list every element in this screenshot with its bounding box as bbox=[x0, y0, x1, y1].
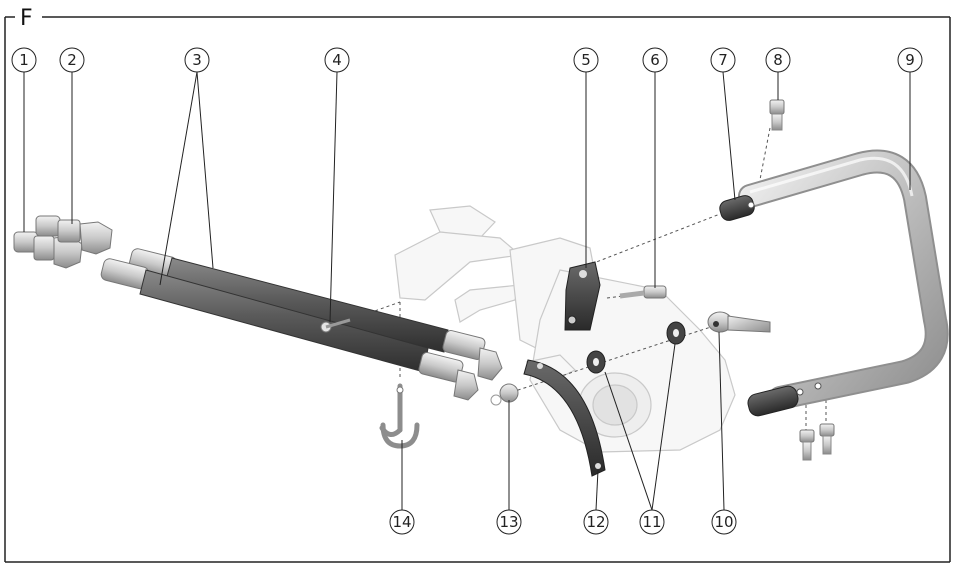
callout-4: 4 bbox=[324, 47, 350, 73]
lever-part-10 bbox=[707, 311, 771, 333]
screw-part-6 bbox=[619, 285, 667, 299]
callout-9: 9 bbox=[897, 47, 923, 73]
hose-hook bbox=[379, 383, 420, 449]
callout-number: 3 bbox=[192, 51, 202, 69]
washers-part-11 bbox=[586, 321, 686, 374]
callout-1: 1 bbox=[11, 47, 37, 73]
callout-number: 10 bbox=[714, 513, 733, 531]
callout-7: 7 bbox=[710, 47, 736, 73]
callout-12: 12 bbox=[583, 509, 609, 535]
section-label: F bbox=[20, 6, 33, 31]
callout-number: 9 bbox=[905, 51, 915, 69]
callout-5: 5 bbox=[573, 47, 599, 73]
callout-13: 13 bbox=[496, 509, 522, 535]
callout-number: 7 bbox=[718, 51, 728, 69]
callout-number: 8 bbox=[773, 51, 783, 69]
clamp-part-5 bbox=[564, 261, 601, 331]
callout-6: 6 bbox=[642, 47, 668, 73]
callout-number: 6 bbox=[650, 51, 660, 69]
callout-number: 12 bbox=[586, 513, 605, 531]
callout-10: 10 bbox=[711, 509, 737, 535]
tube-end-cap-upper bbox=[719, 195, 755, 221]
callout-14: 14 bbox=[389, 509, 415, 535]
tube-screws bbox=[799, 423, 835, 461]
callout-number: 13 bbox=[499, 513, 518, 531]
frame-border bbox=[4, 16, 951, 563]
screw-part-8 bbox=[769, 99, 785, 131]
callout-8: 8 bbox=[765, 47, 791, 73]
tube-end-cap-lower bbox=[747, 382, 822, 417]
callout-leader-lines bbox=[23, 71, 911, 511]
callout-11: 11 bbox=[639, 509, 665, 535]
callout-number: 5 bbox=[581, 51, 591, 69]
callout-number: 14 bbox=[392, 513, 411, 531]
callout-number: 11 bbox=[642, 513, 661, 531]
hose-fitting-2 bbox=[35, 215, 113, 255]
curved-bracket bbox=[523, 359, 606, 477]
callout-number: 1 bbox=[19, 51, 29, 69]
callout-number: 2 bbox=[67, 51, 77, 69]
callout-3: 3 bbox=[184, 47, 210, 73]
callout-2: 2 bbox=[59, 47, 85, 73]
bent-tube-part-9 bbox=[738, 149, 949, 410]
pin-part-4 bbox=[320, 318, 351, 333]
callout-number: 4 bbox=[332, 51, 342, 69]
hydraulic-hose-lower bbox=[100, 258, 479, 401]
bolt-part-13 bbox=[490, 383, 519, 406]
